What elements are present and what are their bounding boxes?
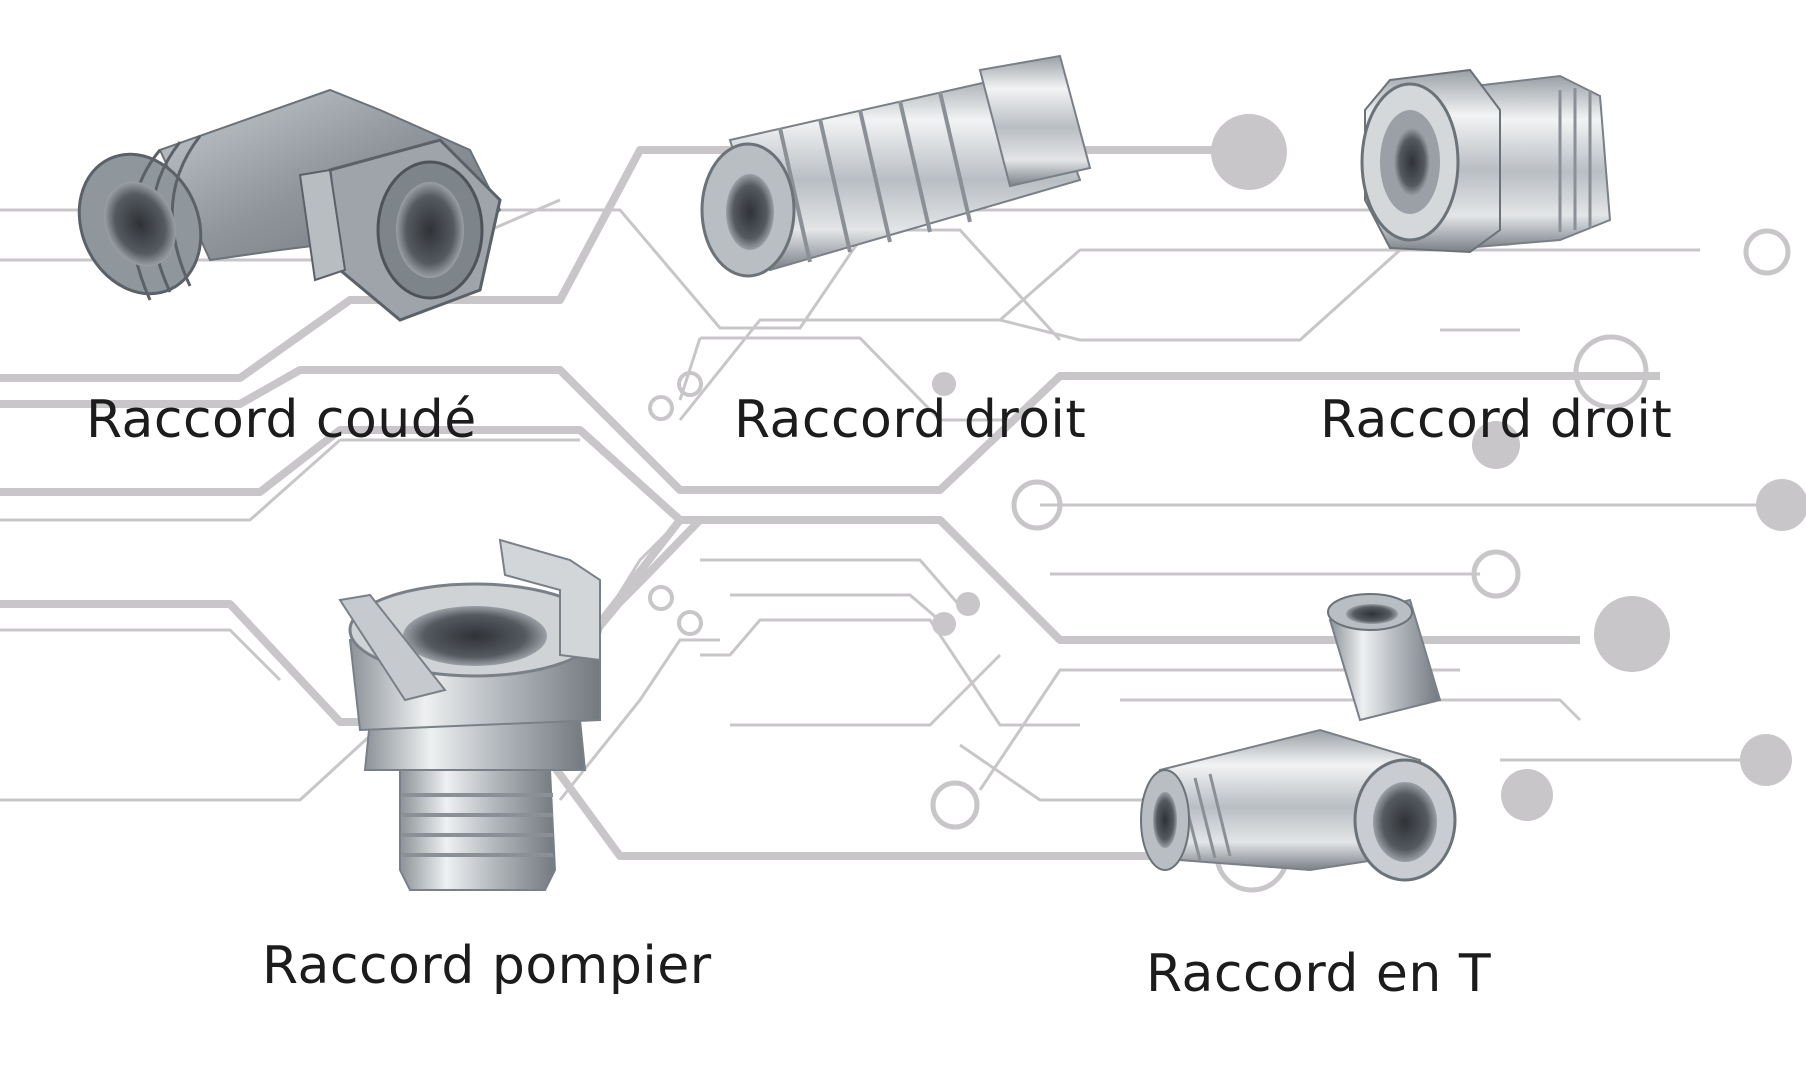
fire-hose-coupling-icon	[338, 538, 602, 891]
product-label-raccord-pompier: Raccord pompier	[262, 936, 712, 996]
product-label-raccord-droit-2: Raccord droit	[1320, 390, 1673, 450]
product-label-raccord-coude: Raccord coudé	[86, 390, 477, 450]
compression-fitting-icon	[1360, 68, 1612, 254]
tee-fitting-icon	[1140, 593, 1457, 882]
elbow-fitting-icon	[77, 88, 502, 322]
quick-coupling-icon	[700, 54, 1092, 278]
product-label-raccord-en-t: Raccord en T	[1146, 944, 1492, 1004]
product-label-raccord-droit-1: Raccord droit	[734, 390, 1087, 450]
